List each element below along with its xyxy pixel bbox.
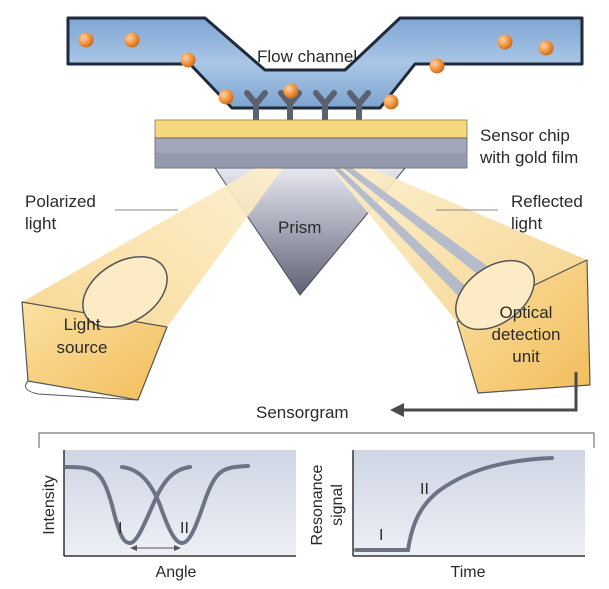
particle (218, 89, 234, 105)
right-ylabel-2: signal (329, 484, 346, 526)
plot-resonance-time (352, 450, 585, 557)
sensorgram-bracket (38, 432, 595, 448)
receptor-4 (347, 90, 371, 123)
resonance-curve (354, 456, 554, 552)
particle (429, 58, 445, 74)
label-detection-1: Optical (500, 303, 553, 322)
reflected-ray-1 (308, 142, 480, 308)
light-source-unit (21, 256, 168, 401)
particle (78, 32, 94, 48)
receptor-3 (313, 90, 337, 123)
shift-arrowhead-left (130, 545, 137, 551)
left-curve-I-label: I (118, 520, 122, 537)
curve-II (120, 464, 250, 546)
right-xlabel: Time (451, 564, 486, 581)
plot-left-bg (64, 450, 296, 556)
left-ylabel: Intensity (41, 475, 58, 535)
analyte-particles (78, 32, 554, 110)
label-prism: Prism (278, 218, 321, 237)
label-flow-channel: Flow channel (257, 47, 357, 66)
left-xlabel: Angle (156, 564, 197, 581)
label-light-source-2: source (56, 338, 107, 357)
sensorgram-arrowhead (390, 403, 404, 417)
left-curve-II-label: II (180, 520, 189, 537)
right-phase-II-label: II (420, 481, 429, 498)
chip-base-shade (155, 153, 467, 168)
optical-detection-unit (455, 259, 591, 394)
receptor-1 (244, 90, 268, 123)
particle (497, 34, 513, 50)
particle (124, 32, 140, 48)
plot-right-bg (353, 450, 585, 556)
right-phase-I-label: I (379, 527, 383, 544)
particle (538, 40, 554, 56)
right-ylabel-1: Resonance (309, 464, 326, 545)
label-sensor-chip: Sensor chip (480, 126, 570, 145)
shift-arrowhead-right (174, 545, 181, 551)
curve-I (64, 465, 192, 546)
label-reflected-light: light (511, 214, 542, 233)
label-reflected: Reflected (511, 192, 583, 211)
label-gold-film: with gold film (479, 148, 578, 167)
particle (283, 83, 299, 99)
plot-intensity-angle (63, 450, 296, 557)
label-light-source-1: Light (64, 315, 101, 334)
gold-film (154, 119, 468, 139)
particle (180, 52, 196, 68)
particle (383, 94, 399, 110)
label-polarized: Polarized (25, 192, 96, 211)
label-polarized-light: light (25, 214, 56, 233)
reflected-ray-2 (310, 142, 512, 292)
label-detection-2: detection (492, 325, 561, 344)
receptors (244, 90, 371, 123)
label-detection-3: unit (512, 347, 540, 366)
receptor-2 (278, 90, 302, 123)
label-sensorgram: Sensorgram (256, 403, 349, 422)
sensorgram-arrow (402, 372, 578, 412)
